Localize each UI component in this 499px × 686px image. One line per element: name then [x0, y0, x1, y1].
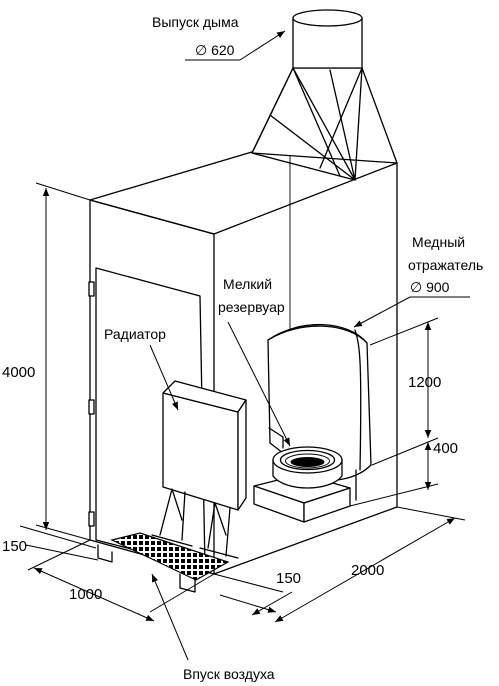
- label-radiator: Радиатор: [104, 326, 166, 342]
- hood-strut-4: [319, 67, 363, 169]
- leader-tank: [227, 321, 291, 447]
- leader-smoke: [239, 30, 286, 61]
- door-hinge-top: [88, 281, 95, 297]
- door-hinge-middle: [88, 399, 95, 415]
- dim-150-right: [219, 594, 277, 613]
- dimension-lines: [19, 182, 466, 623]
- labels: Выпуск дыма ∅ 620 Медный отражатель ∅ 90…: [2, 14, 483, 682]
- leader-reflector: [353, 296, 411, 328]
- leader-radiator: [149, 344, 179, 411]
- hood-front-face: [251, 67, 356, 181]
- reflector-tab: [268, 427, 284, 449]
- label-reflector-diameter: ∅ 900: [410, 279, 450, 295]
- tank-ring-2: [285, 453, 330, 469]
- hood-body: [251, 67, 398, 164]
- ext-2000-right: [396, 506, 466, 521]
- radiator-front: [162, 392, 239, 511]
- ext-400-bottom: [349, 483, 439, 507]
- ext-150-left-a: [19, 525, 97, 549]
- dim-label-1200: 1200: [408, 374, 441, 391]
- door-hinge-bottom: [88, 511, 95, 527]
- grate-mesh: [110, 532, 230, 581]
- dim-label-4000: 4000: [2, 364, 35, 381]
- dim-label-150-left: 150: [2, 538, 27, 555]
- ext-1000-right: [149, 573, 215, 613]
- label-air-inlet: Впуск воздуха: [183, 666, 275, 682]
- label-tank-line2: резервуар: [218, 299, 285, 315]
- ext-150-left-b: [25, 544, 99, 561]
- leader-air-inlet: [151, 573, 189, 661]
- radiator-stand-left: [159, 488, 186, 541]
- label-tank-line1: Мелкий: [223, 276, 272, 292]
- radiator: [151, 380, 247, 559]
- hood-strut-3: [329, 69, 356, 181]
- tank-rim-inner: [279, 449, 336, 471]
- radiator-side: [237, 399, 247, 511]
- label-smoke-diameter: ∅ 620: [195, 42, 235, 58]
- radiator-feet: [151, 534, 239, 559]
- dim-150-right-b: [251, 591, 293, 616]
- hood-strut-5: [269, 114, 356, 181]
- dim-label-150-right: 150: [276, 570, 301, 587]
- label-smoke-outlet: Выпуск дыма: [152, 14, 239, 30]
- dim-1000: [33, 567, 155, 622]
- chimney-top-opening: [292, 9, 363, 27]
- ext-line-top: [35, 182, 91, 201]
- ext-2000-left: [213, 573, 284, 593]
- small-tank: [253, 446, 351, 523]
- smoke-hood: [251, 9, 398, 181]
- tank-fuel: [290, 457, 325, 467]
- leader-lines: [149, 30, 470, 661]
- radiator-stand-right: [207, 502, 231, 557]
- ext-1000-left: [27, 539, 91, 571]
- reflector-rim: [267, 325, 368, 344]
- hood-strut-1: [292, 67, 341, 177]
- dim-label-2000: 2000: [351, 562, 384, 579]
- label-copper-line1: Медный: [412, 234, 465, 250]
- hood-strut-2: [354, 67, 363, 181]
- dim-2000: [274, 517, 456, 623]
- dim-label-400: 400: [433, 440, 458, 457]
- label-copper-line2: отражатель: [408, 257, 483, 273]
- dim-label-1000: 1000: [69, 586, 102, 603]
- reflector-fold: [354, 329, 362, 471]
